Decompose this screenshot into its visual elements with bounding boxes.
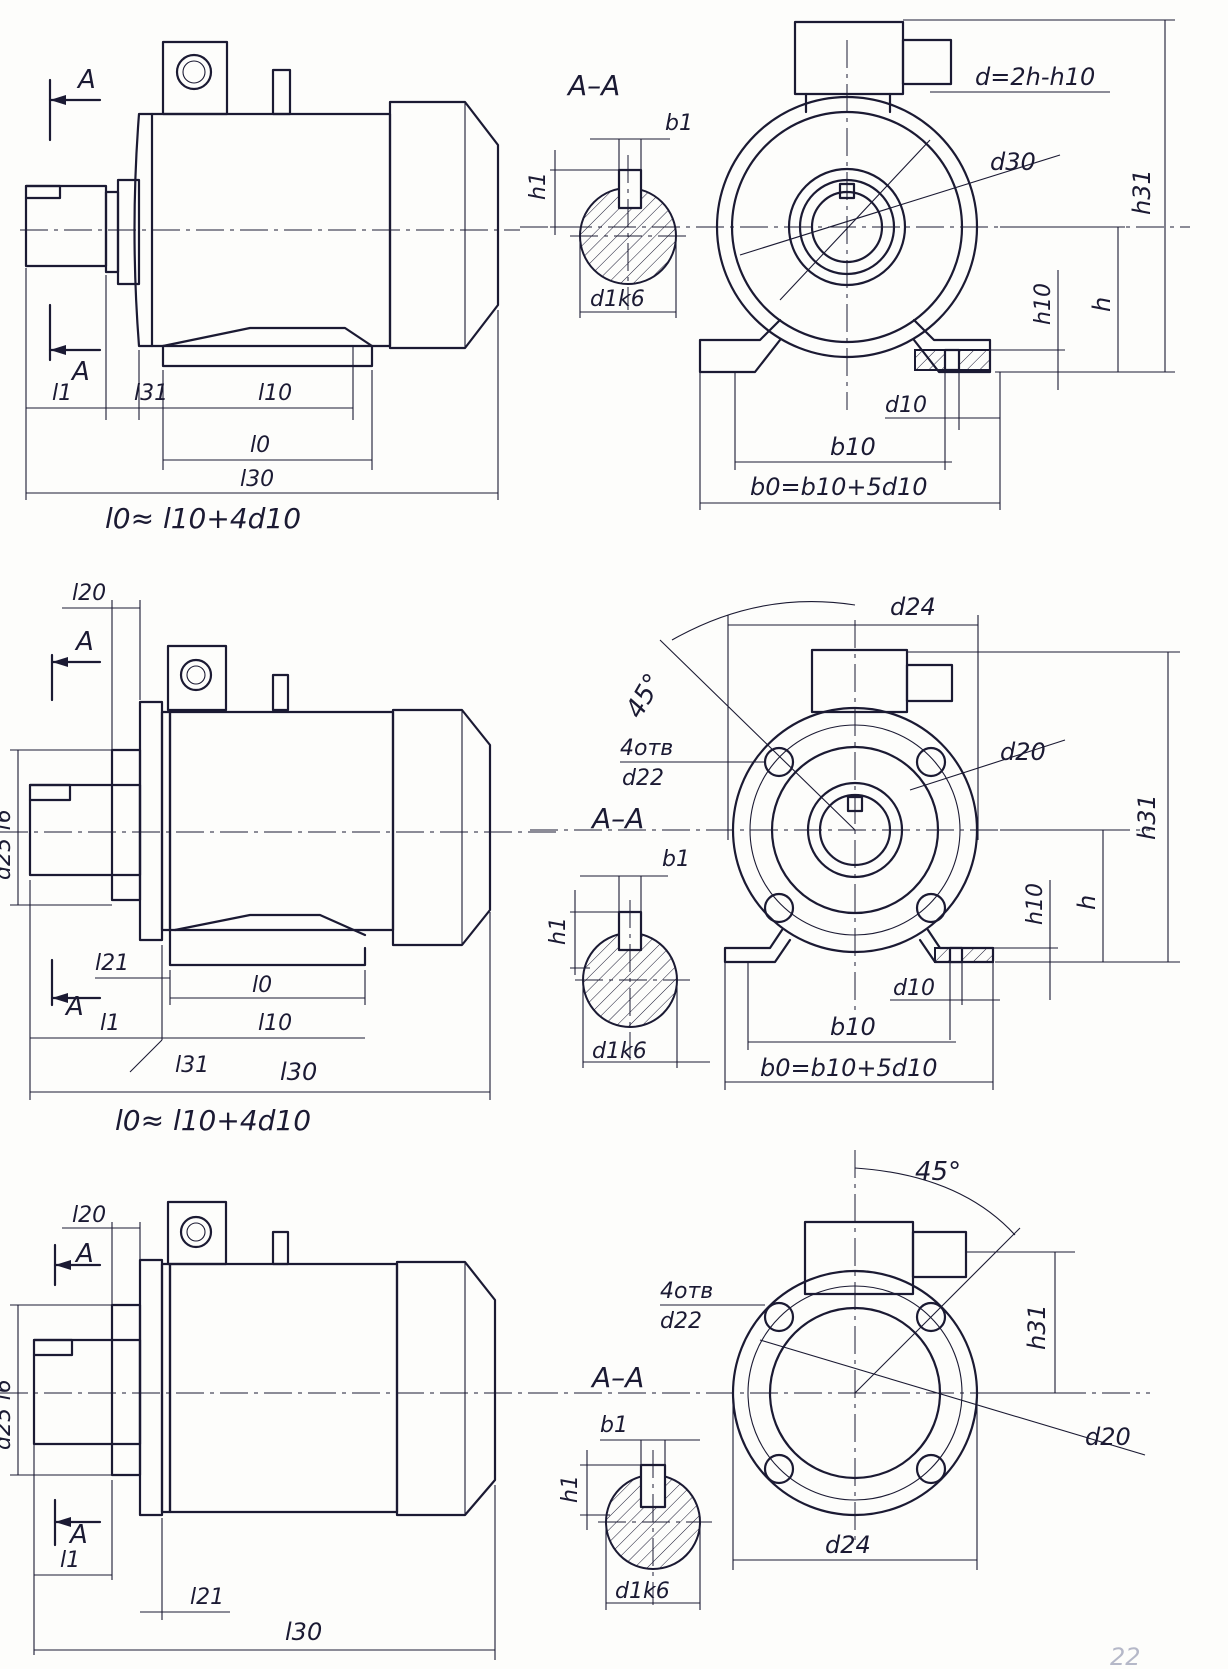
- row3-dim-h31: h31: [1023, 1304, 1051, 1350]
- row1-dim-l0: l0: [250, 433, 270, 458]
- row2-section-mark-bottom: A: [64, 992, 84, 1022]
- row3-dim-d22: d22: [660, 1309, 702, 1334]
- row2-dim-h1: h1: [546, 917, 571, 945]
- row1-dim-d10: d10: [885, 393, 927, 418]
- row2-section-a-a: A–A b1 h1 d1k6: [546, 802, 710, 1068]
- row3-dim-d20: d20: [1085, 1423, 1131, 1451]
- row2-side-view: A A l20 d25 f6 l21 l0 l1 l10 l31 l30 l0≈…: [0, 581, 560, 1137]
- row2-dim-l21: l21: [95, 951, 129, 976]
- row3-dim-l21: l21: [190, 1585, 224, 1610]
- page-number: 22: [1110, 1643, 1141, 1669]
- row3-section-title: A–A: [590, 1361, 644, 1394]
- row3-dim-h1: h1: [558, 1475, 583, 1503]
- row2-section-mark-top: A: [74, 627, 94, 657]
- row2-dim-h: h: [1073, 895, 1101, 910]
- row1-section-a-a: A–A b1 h1 d1k6: [526, 69, 693, 318]
- row3-dim-l30: l30: [285, 1618, 322, 1646]
- row3-end-view: 45° 4отв d22 d20 h31 d24 22: [530, 1150, 1150, 1671]
- row1-section-mark-bottom: A: [70, 357, 90, 387]
- row2-dim-b0-formula: b0=b10+5d10: [760, 1054, 938, 1082]
- row1-dim-d-formula: d=2h-h10: [975, 63, 1095, 91]
- row2-dim-l20: l20: [72, 581, 106, 606]
- row2-angle-45: 45°: [620, 669, 669, 724]
- row1-dim-b1: b1: [665, 111, 693, 136]
- row1-dim-b0-formula: b0=b10+5d10: [750, 473, 928, 501]
- row2-holes-count: 4отв: [620, 736, 673, 761]
- row3-dim-d1k6: d1k6: [615, 1579, 670, 1604]
- row1-formula-l0: l0≈ l10+4d10: [105, 502, 301, 535]
- row1-dim-l30: l30: [240, 467, 274, 492]
- row2-dim-d10: d10: [893, 976, 935, 1001]
- row2-dim-d25f6: d25 f6: [0, 809, 16, 880]
- row2-dim-d22: d22: [622, 766, 664, 791]
- row3-dim-d25f6: d25 f6: [0, 1379, 16, 1450]
- row2-dim-d1k6: d1k6: [592, 1039, 647, 1064]
- row2-dim-l0: l0: [252, 973, 272, 998]
- row2-dim-l1: l1: [100, 1011, 120, 1036]
- row2-dim-l30: l30: [280, 1058, 317, 1086]
- row1-section-title: A–A: [566, 69, 620, 102]
- row2-end-view: d24 45° 4отв d22 d20 h31 h h10 d10 b10 b…: [530, 593, 1180, 1090]
- row1-dim-h1: h1: [526, 172, 551, 200]
- row2-dim-b1: b1: [662, 847, 690, 872]
- row1-dim-d1k6: d1k6: [590, 287, 645, 312]
- row3-dim-b1: b1: [600, 1413, 628, 1438]
- row3-angle-45: 45°: [915, 1157, 961, 1187]
- row2-formula-l0: l0≈ l10+4d10: [115, 1104, 311, 1137]
- row1-section-mark-top: A: [76, 65, 96, 95]
- row1-dim-h10: h10: [1031, 283, 1056, 325]
- row1-side-view: A A l1 l31 l10 l0 l30 l0≈ l10+4d10: [20, 40, 520, 535]
- row1-dim-d30: d30: [990, 148, 1036, 176]
- row2-dim-l31: l31: [175, 1053, 209, 1078]
- row3-section-mark-top: A: [74, 1239, 94, 1269]
- row1-dim-b10: b10: [830, 433, 876, 461]
- row2-dim-b10: b10: [830, 1013, 876, 1041]
- row1-dim-l1: l1: [52, 381, 72, 406]
- row1-end-view: d=2h-h10 d30 h31 h h10 d10 b10 b0=b10+5d…: [520, 19, 1190, 510]
- row3-section-a-a: A–A b1 h1 d1k6: [558, 1361, 712, 1610]
- row2-dim-h10: h10: [1023, 883, 1048, 925]
- row3-side-view: A A l20 d25 f6 l1 l21 l30: [0, 1200, 560, 1660]
- row2-dim-d20: d20: [1000, 738, 1046, 766]
- row1-dim-l31: l31: [134, 381, 168, 406]
- row3-dim-d24: d24: [825, 1531, 871, 1559]
- row3-holes-count: 4отв: [660, 1279, 713, 1304]
- row3-section-mark-bottom: A: [68, 1520, 88, 1550]
- row2-dim-d24: d24: [890, 593, 936, 621]
- row3-dim-l20: l20: [72, 1203, 106, 1228]
- row1-dim-h: h: [1088, 297, 1116, 312]
- row1-dim-l10: l10: [258, 381, 292, 406]
- row1-dim-h31: h31: [1128, 169, 1156, 215]
- row3-dim-l1: l1: [60, 1548, 80, 1573]
- row2-dim-l10: l10: [258, 1011, 292, 1036]
- row2-dim-h31: h31: [1133, 794, 1161, 840]
